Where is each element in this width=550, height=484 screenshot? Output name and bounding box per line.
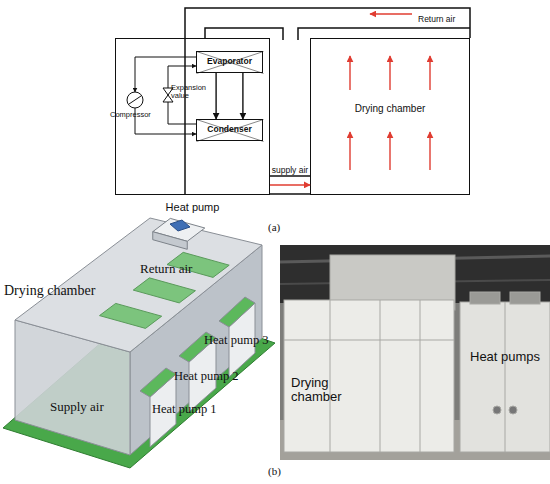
photo-machine — [460, 302, 550, 452]
part-label: Compressor — [110, 111, 151, 119]
duct-outline — [185, 8, 470, 195]
heat-pump-unit — [140, 297, 255, 447]
heat-pump-unit — [219, 297, 255, 327]
part-label: Drying chamber — [291, 376, 353, 405]
panel-label: (b) — [268, 465, 281, 477]
photo-machine — [380, 300, 381, 452]
air-flow-arrow — [389, 56, 390, 90]
coil-cross — [197, 120, 264, 142]
node-label: Condenser — [207, 125, 251, 134]
rendering-chamber — [133, 278, 195, 303]
flow-label: Return air — [140, 262, 192, 276]
node-label: Drying chamber — [311, 103, 469, 114]
photo-machine — [505, 302, 506, 452]
flow-arrow — [270, 184, 310, 185]
photo-machine — [330, 300, 331, 452]
part-label: Drying chamber — [4, 283, 95, 298]
heat-pump-unit — [140, 368, 176, 397]
air-flow-arrow — [349, 132, 350, 170]
flow-label: Supply air — [50, 400, 104, 414]
compressor-symbol — [127, 92, 143, 108]
part-label: Heat pumps — [470, 350, 540, 364]
duct-outline — [185, 8, 470, 38]
compressor-symbol — [129, 96, 141, 104]
photo-machine — [284, 340, 454, 341]
photo-machine — [510, 292, 540, 304]
rendering-chamber — [100, 303, 162, 328]
air-flow-arrow — [370, 13, 412, 14]
flow-arrow — [242, 73, 243, 119]
return-air-duct — [153, 232, 188, 250]
coil-cross — [197, 52, 264, 74]
condenser-box: Condenser — [196, 119, 263, 141]
photo-machine — [284, 255, 550, 452]
part-label: Heat pump 1 — [152, 403, 217, 417]
part-label: Expansion value — [171, 84, 215, 101]
panel-label: (a) — [268, 221, 280, 233]
node-label: Heat pump — [116, 201, 269, 213]
return-air-duct — [170, 220, 190, 231]
part-label: Heat pump 3 — [204, 334, 269, 348]
air-flow-arrow — [429, 132, 430, 170]
photo-background — [280, 245, 550, 460]
coil-cross — [197, 120, 264, 142]
duct-outline — [184, 38, 186, 195]
part-label: Heat pump 2 — [174, 370, 239, 384]
flow-arrow — [215, 73, 216, 119]
return-air-duct — [153, 218, 205, 249]
compressor-symbol — [127, 92, 143, 108]
flow-label: Return air — [418, 15, 455, 24]
node-label: Evaporator — [207, 57, 252, 66]
photo-machine — [284, 300, 454, 452]
flow-label: supply air — [255, 165, 325, 175]
photo-machine — [420, 300, 421, 452]
photo-machine — [509, 406, 517, 414]
photo-background — [280, 245, 550, 460]
air-flow-arrow — [349, 56, 350, 90]
drying-chamber-box: Drying chamber — [310, 38, 470, 195]
evaporator-box: Evaporator — [196, 51, 263, 73]
coil-cross — [197, 52, 264, 74]
duct-outline — [270, 193, 310, 195]
coil-cross — [197, 52, 264, 142]
photo-machine — [470, 292, 500, 304]
air-flow-arrow — [389, 132, 390, 170]
duct-outline — [270, 175, 310, 177]
photo-machine — [493, 406, 501, 414]
air-flow-arrow — [429, 56, 430, 90]
